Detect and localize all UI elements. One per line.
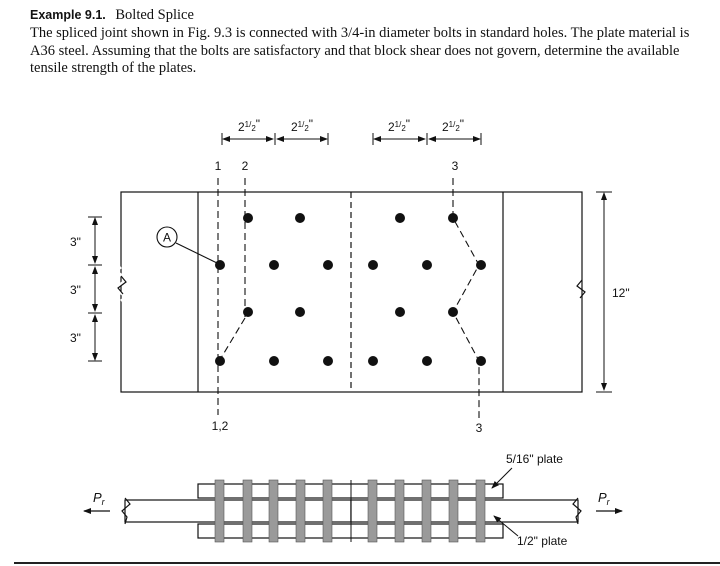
example-header: Example 9.1. Bolted Splice The spliced j…	[30, 6, 702, 78]
example-title: Example 9.1. Bolted Splice	[30, 6, 702, 24]
bolt	[395, 307, 405, 317]
bolt	[295, 213, 305, 223]
elevation-view: Pr Pr 5/16" plate 1/2" plate	[83, 452, 623, 548]
example-number: Example 9.1.	[30, 8, 106, 22]
pitch-label: 21/2"	[388, 117, 410, 134]
callout-a-leader	[175, 242, 218, 264]
bolt-shank	[421, 479, 432, 543]
example-statement: The spliced joint shown in Fig. 9.3 is c…	[30, 25, 690, 76]
bolt	[269, 356, 279, 366]
bolt	[476, 356, 486, 366]
bolt-shank	[394, 479, 405, 543]
right-break-symbol	[576, 279, 586, 299]
main-plate-right	[350, 499, 579, 523]
bolt	[295, 307, 305, 317]
bolt-pattern	[215, 213, 486, 366]
splice-plate-leader	[491, 467, 513, 489]
bolt	[215, 356, 225, 366]
left-break-line	[116, 265, 126, 303]
page-bottom-rule	[14, 562, 720, 564]
main-plate-label: 1/2" plate	[517, 534, 568, 548]
bolt	[422, 260, 432, 270]
bolt-shank	[367, 479, 378, 543]
bolt	[269, 260, 279, 270]
bolt	[215, 260, 225, 270]
bolt	[476, 260, 486, 270]
bolt	[323, 260, 333, 270]
callout-a-label: A	[163, 231, 171, 245]
gage-mid-label: 3"	[70, 283, 81, 297]
bolt	[422, 356, 432, 366]
bolt-shank	[475, 479, 486, 543]
bolt	[243, 213, 253, 223]
left-break-symbol	[117, 275, 127, 295]
bolt	[448, 307, 458, 317]
section-3-path	[452, 178, 480, 418]
section-2-label: 2	[242, 159, 249, 173]
bolt-shank	[295, 479, 306, 543]
bolt	[243, 307, 253, 317]
callout-a-circle	[156, 226, 178, 248]
pitch-label: 21/2"	[442, 117, 464, 134]
force-right-label: Pr	[598, 490, 611, 507]
section-1-label: 1	[215, 159, 222, 173]
section-12-label: 1,2	[212, 419, 229, 433]
width-label: 12"	[612, 286, 630, 300]
main-plate-left	[124, 499, 352, 523]
bolt-shank	[448, 479, 459, 543]
force-left-label: Pr	[93, 490, 106, 507]
section-3-top-label: 3	[452, 159, 459, 173]
width-dimension: 12"	[596, 191, 630, 393]
gage-top-label: 3"	[70, 235, 81, 249]
bolt-shanks	[214, 479, 486, 543]
pitch-dimensions: 21/2" 21/2" 21/2" 21/2"	[221, 117, 482, 145]
bolt	[448, 213, 458, 223]
plan-view: A 1 2 3 1,2 3	[116, 159, 586, 435]
bolt	[368, 260, 378, 270]
bolt	[395, 213, 405, 223]
bolt-shank	[268, 479, 279, 543]
example-name: Bolted Splice	[115, 7, 194, 23]
bolt	[323, 356, 333, 366]
section-3-bottom-label: 3	[476, 421, 483, 435]
gage-dimensions: 3" 3" 3"	[70, 216, 102, 362]
elevation-left-break	[121, 497, 131, 525]
main-plate-leader	[493, 515, 519, 537]
splice-plate-label: 5/16" plate	[506, 452, 563, 466]
gage-bot-label: 3"	[70, 331, 81, 345]
elevation-right-break	[572, 497, 582, 525]
bolt-shank	[242, 479, 253, 543]
pitch-label: 21/2"	[238, 117, 260, 134]
pitch-label: 21/2"	[291, 117, 313, 134]
section-2-line-diag	[217, 317, 246, 364]
bolt-shank	[322, 479, 333, 543]
bolt	[368, 356, 378, 366]
bolt-shank	[214, 479, 225, 543]
